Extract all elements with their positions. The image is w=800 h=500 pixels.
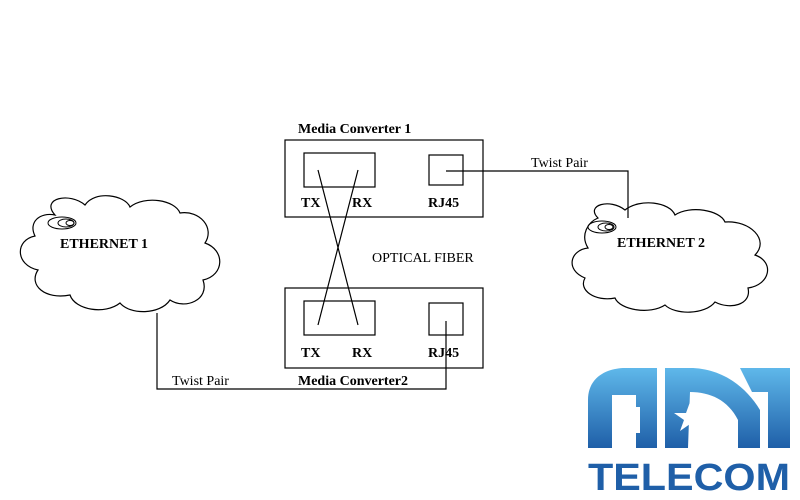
rx-label-1: RX	[352, 196, 372, 211]
ethernet-2-label: ETHERNET 2	[617, 236, 705, 251]
twist-pair-right-cable	[446, 170, 629, 218]
twist-pair-right-label: Twist Pair	[531, 156, 588, 171]
ethernet-1-cloud: ETHERNET 1	[19, 195, 221, 313]
rj45-label-2: RJ45	[428, 346, 459, 361]
media-converter-2: TX RX RJ45 Media Converter2	[284, 287, 484, 389]
logo-text: TELECOM	[588, 457, 790, 499]
telecom-logo: TELECOM	[588, 368, 790, 499]
ethernet-1-label: ETHERNET 1	[60, 237, 148, 252]
tx-label-2: TX	[301, 346, 320, 361]
ethernet-2-cloud: ETHERNET 2	[571, 202, 769, 313]
star-icon	[674, 402, 706, 431]
rj45-port-1	[428, 154, 464, 186]
media-converter-2-title: Media Converter2	[298, 374, 408, 389]
tx-label-1: TX	[301, 196, 320, 211]
optical-fiber-label: OPTICAL FIBER	[372, 251, 474, 266]
media-converter-1-title: Media Converter 1	[298, 122, 411, 137]
media-converter-1: Media Converter 1 TX RX RJ45	[284, 122, 484, 218]
fiber-port-1	[303, 152, 376, 188]
fiber-port-2	[303, 300, 376, 336]
rx-label-2: RX	[352, 346, 372, 361]
twist-pair-left-cable	[156, 313, 447, 390]
rj45-label-1: RJ45	[428, 196, 459, 211]
twist-pair-left-label: Twist Pair	[172, 374, 229, 389]
optical-fiber-links	[317, 169, 359, 326]
